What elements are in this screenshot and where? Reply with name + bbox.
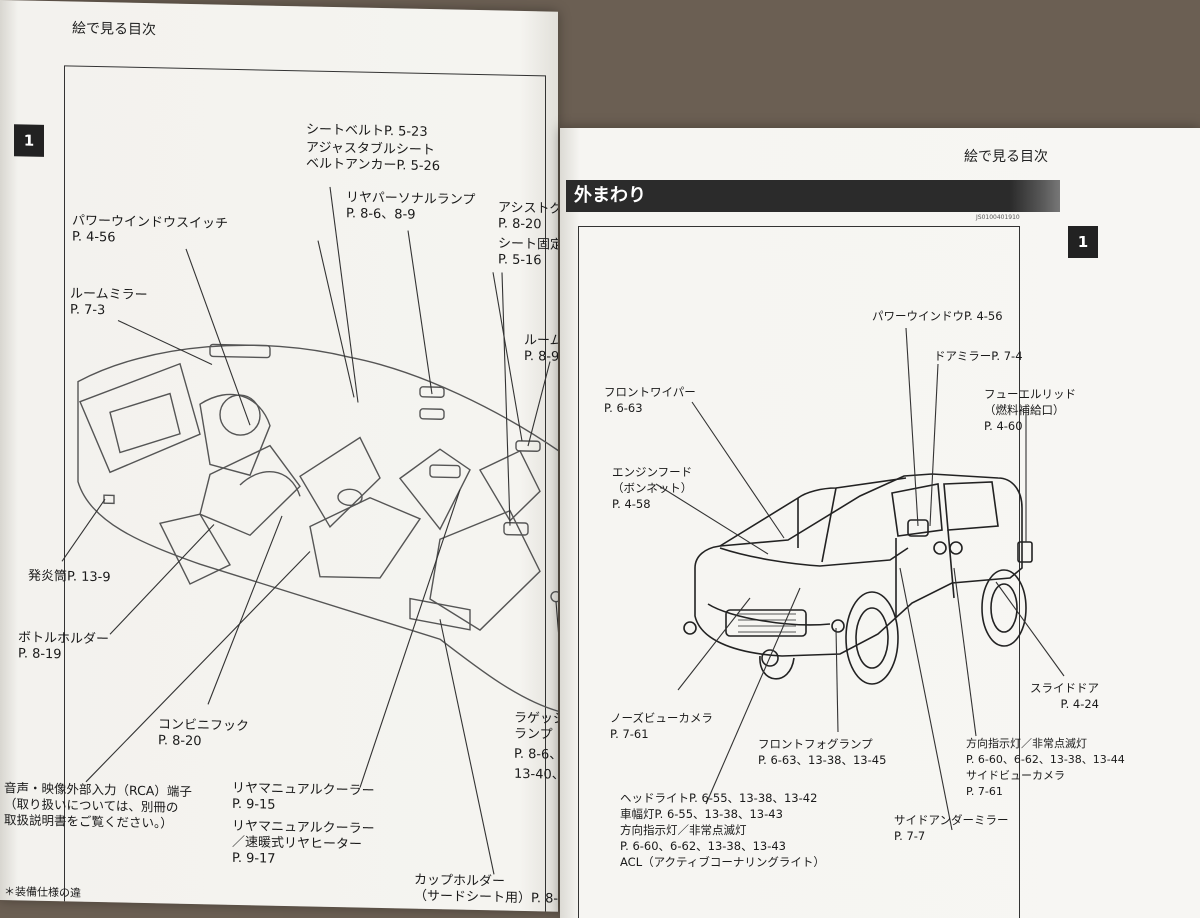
power-window-switch-ref: P. 4-56: [72, 230, 228, 249]
luggage-room-lamp-line1: ラゲッジルー: [514, 711, 558, 729]
adjustable-anchor-ref: P. 5-26: [396, 158, 440, 174]
label-luggage-room-lamp: ラゲッジルー ランプ P. 8-6、8-12 13-40、13-5: [514, 711, 558, 785]
nose-view-camera-name: ノーズビューカメラ: [610, 710, 713, 726]
bottle-holder-ref: P. 8-19: [18, 646, 109, 664]
door-mirror-ref: P. 7-4: [991, 349, 1022, 363]
label-seat-fixing-hook: シート固定フッ P. 5-16: [498, 236, 558, 270]
label-convenience-hook: コンビニフック P. 8-20: [158, 717, 249, 751]
fuel-lid-ref: P. 4-60: [984, 418, 1076, 434]
vehicle-width-lamp-ref: P. 6-55、13-38、13-43: [655, 807, 783, 821]
fuel-lid-name: フューエルリッド: [984, 386, 1076, 402]
label-power-window-switch: パワーウインドウスイッチ P. 4-56: [72, 214, 228, 249]
luggage-room-lamp-line2: ランプ: [514, 727, 558, 745]
label-cup-holder: カップホルダー （サードシート用）P. 8-19: [414, 873, 558, 908]
headlight-line: ヘッドライトP. 6-55、13-38、13-42: [620, 790, 825, 806]
front-fog-lamp-ref: P. 6-63、13-38、13-45: [758, 752, 886, 768]
label-bottle-holder: ボトルホルダー P. 8-19: [18, 630, 109, 664]
label-front-fog-lamp: フロントフォグランプ P. 6-63、13-38、13-45: [758, 736, 886, 768]
label-headlight-group: ヘッドライトP. 6-55、13-38、13-42 車幅灯P. 6-55、13-…: [620, 790, 825, 870]
headlight-name: ヘッドライト: [620, 791, 689, 805]
assist-grip-ref: P. 8-20: [498, 216, 558, 234]
side-under-mirror-ref: P. 7-7: [894, 828, 1009, 844]
label-rear-manual-cooler: リヤマニュアルクーラー P. 9-15: [232, 781, 375, 816]
label-slide-door: スライドドア P. 4-24: [1030, 680, 1099, 712]
adjustable-anchor-line2: ベルトアンカー: [306, 156, 396, 173]
side-view-camera-ref: P. 7-61: [966, 784, 1125, 800]
label-fuel-lid: フューエルリッド （燃料補給口） P. 4-60: [984, 386, 1076, 434]
cup-holder-line2: （サードシート用）: [414, 889, 531, 906]
bottom-note: ＊装備仕様の違: [4, 884, 81, 902]
acl-name: ACL（アクティブコーナリングライト）: [620, 854, 825, 870]
label-room-lamp: ルームラン P. 8-9: [524, 333, 558, 366]
door-mirror-name: ドアミラー: [934, 349, 991, 363]
bottle-holder-name: ボトルホルダー: [18, 630, 109, 648]
background-ghost-text: [620, 268, 631, 284]
front-wiper-name: フロントワイパー: [604, 384, 696, 400]
vehicle-width-lamp-line: 車幅灯P. 6-55、13-38、13-43: [620, 806, 825, 822]
slide-door-ref: P. 4-24: [1030, 696, 1099, 712]
right-page: 絵で見る目次 外まわり JS0100401910 1: [560, 128, 1200, 918]
power-window-name: パワーウインドウ: [872, 309, 964, 323]
label-seatbelt: シートベルトP. 5-23: [306, 122, 428, 141]
front-wiper-ref: P. 6-63: [604, 400, 696, 416]
rear-personal-lamp-ref: P. 8-6、8-9: [346, 206, 475, 225]
convenience-hook-ref: P. 8-20: [158, 733, 249, 751]
seatbelt-ref: P. 5-23: [384, 124, 428, 140]
label-door-mirror: ドアミラーP. 7-4: [934, 348, 1023, 364]
power-window-ref: P. 4-56: [964, 309, 1003, 323]
engine-hood-line2: （ボンネット）: [612, 480, 692, 496]
label-turn-signal-side: 方向指示灯／非常点滅灯 P. 6-60、6-62、13-38、13-44 サイド…: [966, 736, 1125, 800]
label-flare: 発炎筒P. 13-9: [28, 569, 111, 587]
label-nose-view-camera: ノーズビューカメラ P. 7-61: [610, 710, 713, 742]
luggage-room-lamp-ref1: P. 8-6、8-12: [514, 747, 558, 765]
rear-manual-cooler-ref: P. 9-15: [232, 797, 375, 816]
label-side-under-mirror: サイドアンダーミラー P. 7-7: [894, 812, 1009, 844]
vehicle-width-lamp-name: 車幅灯: [620, 807, 655, 821]
interior-illustration: [0, 0, 558, 912]
headlight-ref: P. 6-55、13-38、13-42: [689, 791, 817, 805]
convenience-hook-name: コンビニフック: [158, 717, 249, 735]
room-lamp-ref: P. 8-9: [524, 349, 558, 366]
label-rca-input: 音声・映像外部入力（RCA）端子 （取り扱いについては、別冊の 取扱説明書をご覧…: [4, 780, 192, 832]
left-page: 絵で見る目次 1: [0, 0, 558, 912]
rear-manual-cooler-heater-ref: P. 9-17: [232, 851, 375, 870]
slide-door-name: スライドドア: [1030, 680, 1099, 696]
label-assist-grip: アシストグリッ P. 8-20: [498, 200, 558, 234]
turn-signal-side-name: 方向指示灯／非常点滅灯: [966, 736, 1125, 752]
turn-signal-side-ref: P. 6-60、6-62、13-38、13-44: [966, 752, 1125, 768]
room-lamp-name: ルームラン: [524, 333, 558, 350]
luggage-room-lamp-ref2: 13-40、13-5: [514, 767, 558, 785]
side-under-mirror-name: サイドアンダーミラー: [894, 812, 1009, 828]
room-mirror-name: ルームミラー: [70, 286, 148, 304]
label-rear-personal-lamp: リヤパーソナルランプ P. 8-6、8-9: [346, 190, 475, 225]
label-engine-hood: エンジンフード （ボンネット） P. 4-58: [612, 464, 692, 512]
turn-signal-front-name: 方向指示灯／非常点滅灯: [620, 822, 825, 838]
engine-hood-ref: P. 4-58: [612, 496, 692, 512]
label-front-wiper: フロントワイパー P. 6-63: [604, 384, 696, 416]
label-adjustable-anchor: アジャスタブルシート ベルトアンカーP. 5-26: [306, 140, 440, 175]
room-mirror-ref: P. 7-3: [70, 302, 148, 320]
fuel-lid-line2: （燃料補給口）: [984, 402, 1076, 418]
cup-holder-ref: P. 8-19: [531, 891, 558, 907]
seatbelt-name: シートベルト: [306, 122, 384, 139]
label-power-window: パワーウインドウP. 4-56: [872, 308, 1003, 324]
flare-ref: P. 13-9: [67, 569, 111, 585]
seat-fixing-hook-ref: P. 5-16: [498, 252, 558, 270]
engine-hood-name: エンジンフード: [612, 464, 692, 480]
nose-view-camera-ref: P. 7-61: [610, 726, 713, 742]
label-rear-manual-cooler-heater: リヤマニュアルクーラー ／速暖式リヤヒーター P. 9-17: [232, 819, 375, 870]
flare-name: 発炎筒: [28, 569, 67, 585]
front-fog-lamp-name: フロントフォグランプ: [758, 736, 886, 752]
turn-signal-front-ref: P. 6-60、6-62、13-38、13-43: [620, 838, 825, 854]
label-room-mirror: ルームミラー P. 7-3: [70, 286, 148, 320]
side-view-camera-name: サイドビューカメラ: [966, 768, 1125, 784]
